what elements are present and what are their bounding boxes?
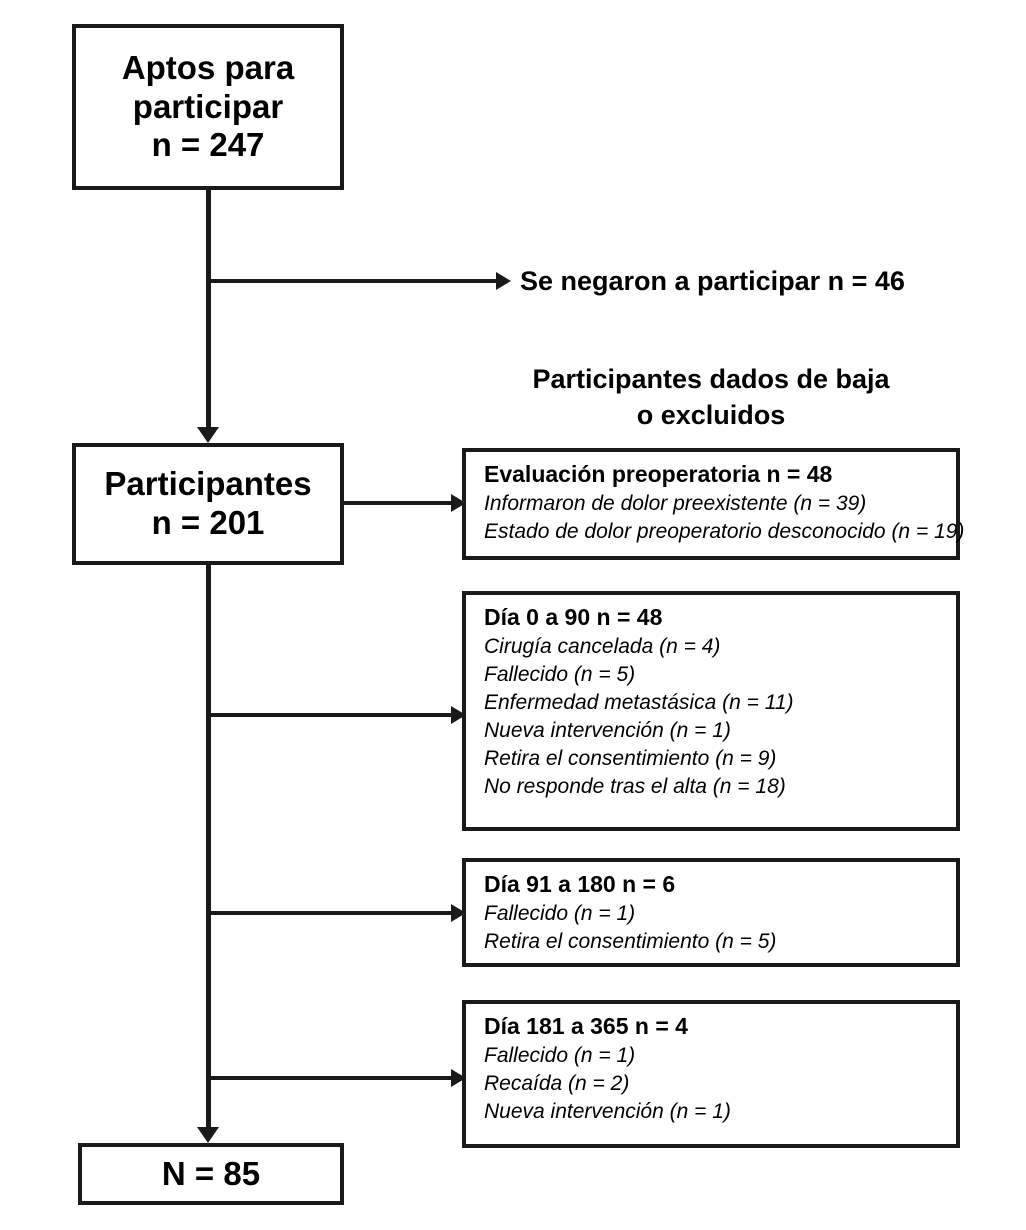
- exclusion-box-day-0-90-item: Fallecido (n = 5): [484, 662, 636, 686]
- node-participants-line-1: Participantes: [104, 465, 312, 503]
- connector-participants-to-final: [206, 565, 211, 1127]
- arrowhead-down-to-final: [197, 1127, 219, 1143]
- node-eligible-count: n = 247: [151, 126, 265, 164]
- connector-eligible-to-participants: [206, 190, 211, 427]
- node-eligible: Aptos para participar n = 247: [72, 24, 344, 190]
- node-participants: Participantes n = 201: [72, 443, 344, 565]
- label-refused-to-participate: Se negaron a participar n = 46: [520, 266, 905, 296]
- label-excluded-heading-line-2: o excluidos: [636, 399, 786, 430]
- connector-day-181-365-branch: [206, 1076, 464, 1080]
- exclusion-box-day-0-90-item: Nueva intervención (n = 1): [484, 718, 731, 742]
- exclusion-box-day-91-180-title: Día 91 a 180 n = 6: [484, 871, 676, 897]
- arrowhead-right-day-181-365: [451, 1069, 466, 1087]
- label-excluded-heading: Participantes dados de baja o excluidos: [462, 362, 960, 433]
- exclusion-box-preop-item: Informaron de dolor preexistente (n = 39…: [484, 491, 867, 515]
- exclusion-box-day-0-90: Día 0 a 90 n = 48 Cirugía cancelada (n =…: [462, 591, 960, 831]
- node-eligible-line-2: participar: [132, 87, 284, 125]
- exclusion-box-day-0-90-title: Día 0 a 90 n = 48: [484, 604, 663, 630]
- exclusion-box-day-91-180-item: Retira el consentimiento (n = 5): [484, 929, 777, 953]
- exclusion-box-day-181-365-item: Nueva intervención (n = 1): [484, 1099, 731, 1123]
- exclusion-box-day-181-365-item: Fallecido (n = 1): [484, 1043, 636, 1067]
- connector-day-0-90-branch: [206, 713, 464, 717]
- exclusion-box-day-181-365-title: Día 181 a 365 n = 4: [484, 1013, 688, 1039]
- node-participants-count: n = 201: [151, 504, 265, 541]
- connector-refused-branch: [206, 279, 498, 283]
- exclusion-box-day-0-90-item: Cirugía cancelada (n = 4): [484, 634, 721, 658]
- exclusion-box-day-0-90-item: No responde tras el alta (n = 18): [484, 774, 786, 798]
- exclusion-box-preop: Evaluación preoperatoria n = 48 Informar…: [462, 448, 965, 560]
- arrowhead-down-to-participants: [197, 427, 219, 443]
- arrowhead-right-preop: [451, 494, 466, 512]
- arrowhead-right-day-0-90: [451, 706, 466, 724]
- exclusion-box-preop-item: Estado de dolor preoperatorio desconocid…: [484, 519, 965, 543]
- node-final-sample-count: N = 85: [161, 1154, 261, 1192]
- node-final-sample: N = 85: [78, 1143, 344, 1205]
- exclusion-box-preop-title: Evaluación preoperatoria n = 48: [484, 461, 833, 487]
- exclusion-box-day-0-90-item: Enfermedad metastásica (n = 11): [484, 690, 794, 714]
- arrowhead-right-refused: [496, 272, 511, 290]
- connector-preop-branch: [344, 501, 464, 505]
- node-eligible-line-1: Aptos para: [121, 48, 295, 86]
- exclusion-box-day-0-90-item: Retira el consentimiento (n = 9): [484, 746, 777, 770]
- connector-day-91-180-branch: [206, 911, 464, 915]
- exclusion-box-day-181-365-item: Recaída (n = 2): [484, 1071, 630, 1095]
- label-excluded-heading-line-1: Participantes dados de baja: [532, 364, 890, 394]
- arrowhead-right-day-91-180: [451, 904, 466, 922]
- exclusion-box-day-91-180-item: Fallecido (n = 1): [484, 901, 636, 925]
- exclusion-box-day-91-180: Día 91 a 180 n = 6 Fallecido (n = 1) Ret…: [462, 858, 960, 967]
- exclusion-box-day-181-365: Día 181 a 365 n = 4 Fallecido (n = 1) Re…: [462, 1000, 960, 1148]
